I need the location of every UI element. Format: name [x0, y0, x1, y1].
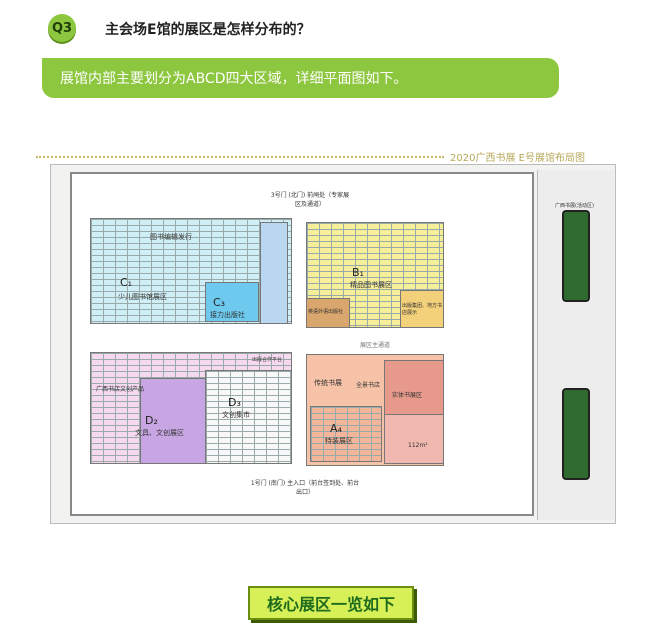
zone-c1-name: 少儿图书馆展区 [118, 293, 167, 301]
top-entrance-label: 3号门 (北门) 前闸处（专家展区及通道） [270, 192, 350, 208]
zone-d3-name: 文创集市 [222, 411, 250, 419]
zone-a5 [384, 414, 444, 464]
question-badge: Q3 [48, 14, 76, 42]
answer-text: 展馆内部主要划分为ABCD四大区域，详细平面图如下。 [60, 71, 408, 87]
zone-c3 [205, 282, 259, 322]
zone-c [90, 218, 292, 324]
middle-aisle-label: 展区主通道 [360, 342, 391, 349]
zone-a3 [384, 360, 444, 416]
zone-c3-name: 接力出版社 [210, 311, 245, 319]
zone-d3-code: D₃ [228, 396, 241, 409]
truck-top [562, 210, 590, 302]
zone-a1-name: 传统书展 [314, 379, 342, 387]
zone-b2-name: 英语外语出版社 [308, 309, 344, 315]
question-title: 主会场E馆的展区是怎样分布的？ [105, 22, 311, 38]
zone-c3-code: C₃ [213, 296, 226, 309]
bottom-entrance-label: 1号门 (南门) 主入口（前台签到处、前台出口） [250, 480, 360, 496]
side-panel-title: 广西书展(活动区) [555, 203, 594, 209]
zone-a3-name: 实体书展区 [392, 392, 423, 399]
divider-dotted [36, 156, 444, 158]
zone-d4-name: 出版合作平台 [252, 357, 283, 363]
zone-c2 [260, 222, 288, 324]
zone-a4 [310, 406, 382, 462]
truck-bottom [562, 388, 590, 480]
zone-a2-name: 全景书店 [356, 382, 381, 389]
zone-b3 [400, 290, 444, 328]
zone-d2-name: 文具、文创展区 [135, 429, 184, 437]
zone-b1-name: 精品图书展区 [350, 281, 392, 289]
zone-a5-area: 112m² [408, 442, 428, 449]
zone-c1-code: C₁ [120, 276, 133, 289]
map-title: 2020广西书展 E号展馆布局图 [450, 153, 585, 164]
zone-d2 [140, 378, 206, 464]
zone-b3-name: 出版集团、地方书店展示 [402, 303, 443, 316]
core-zones-button-label: 核心展区一览如下 [266, 595, 395, 614]
zone-d1-name: 广西书店文创产品 [96, 386, 145, 393]
core-zones-button[interactable]: 核心展区一览如下 [248, 586, 414, 620]
zone-b1-code: B₁ [352, 266, 364, 279]
zone-d3 [205, 370, 292, 464]
zone-a4-name: 特装展区 [325, 437, 353, 445]
zone-b2 [306, 298, 350, 328]
zone-c2-name: 图书编辑发行 [150, 233, 192, 241]
zone-d2-code: D₂ [145, 414, 158, 427]
answer-banner: 展馆内部主要划分为ABCD四大区域，详细平面图如下。 [42, 58, 559, 98]
zone-a4-code: A₄ [330, 422, 342, 435]
